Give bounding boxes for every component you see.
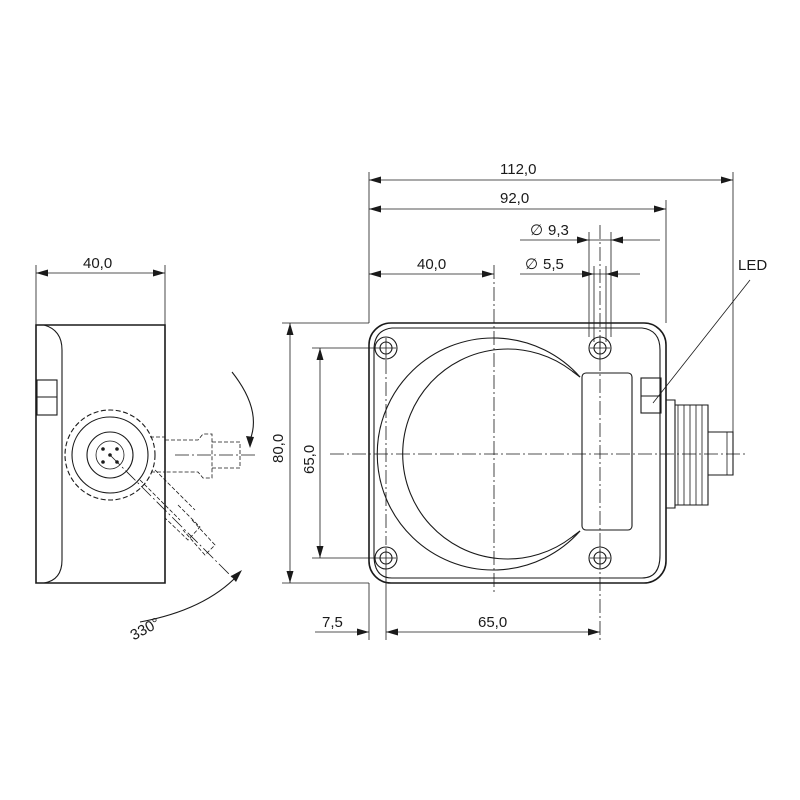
cable-gland-angled: [109, 454, 236, 581]
body-length-dim: 92,0: [500, 190, 529, 207]
edge-offset-dim: 7,5: [322, 614, 343, 631]
front-body: [368, 322, 667, 584]
center-offset-dim: 40,0: [417, 256, 446, 273]
front-connector: [666, 399, 734, 509]
overall-length-dim: 112,0: [500, 161, 536, 178]
front-view: 112,0 92,0 ∅ 9,3 ∅ 5,5 40,0 LED: [270, 161, 767, 640]
hole-spacing-h-dim: 65,0: [478, 614, 507, 631]
diameter-symbol-outer: ∅: [530, 222, 543, 239]
hole-spacing-v-dim: 65,0: [301, 445, 318, 474]
diameter-symbol-inner: ∅: [525, 256, 538, 273]
connector-ring: [64, 409, 156, 501]
led-label: LED: [738, 257, 767, 274]
height-dim: 80,0: [270, 434, 287, 463]
side-view: 330° 40,0: [35, 255, 255, 645]
hole-dia-inner-dim: 5,5: [543, 256, 564, 273]
side-width-dim: 40,0: [83, 255, 112, 272]
hole-dia-outer-dim: 9,3: [548, 222, 569, 239]
label-window: [581, 372, 633, 531]
rotation-label: 330°: [128, 615, 163, 645]
side-view-inner-edge: [43, 324, 63, 584]
led-leader: [652, 279, 751, 404]
rotation-arc: [231, 371, 254, 441]
side-view-body: [35, 324, 166, 584]
front-body-inner: [373, 327, 661, 579]
